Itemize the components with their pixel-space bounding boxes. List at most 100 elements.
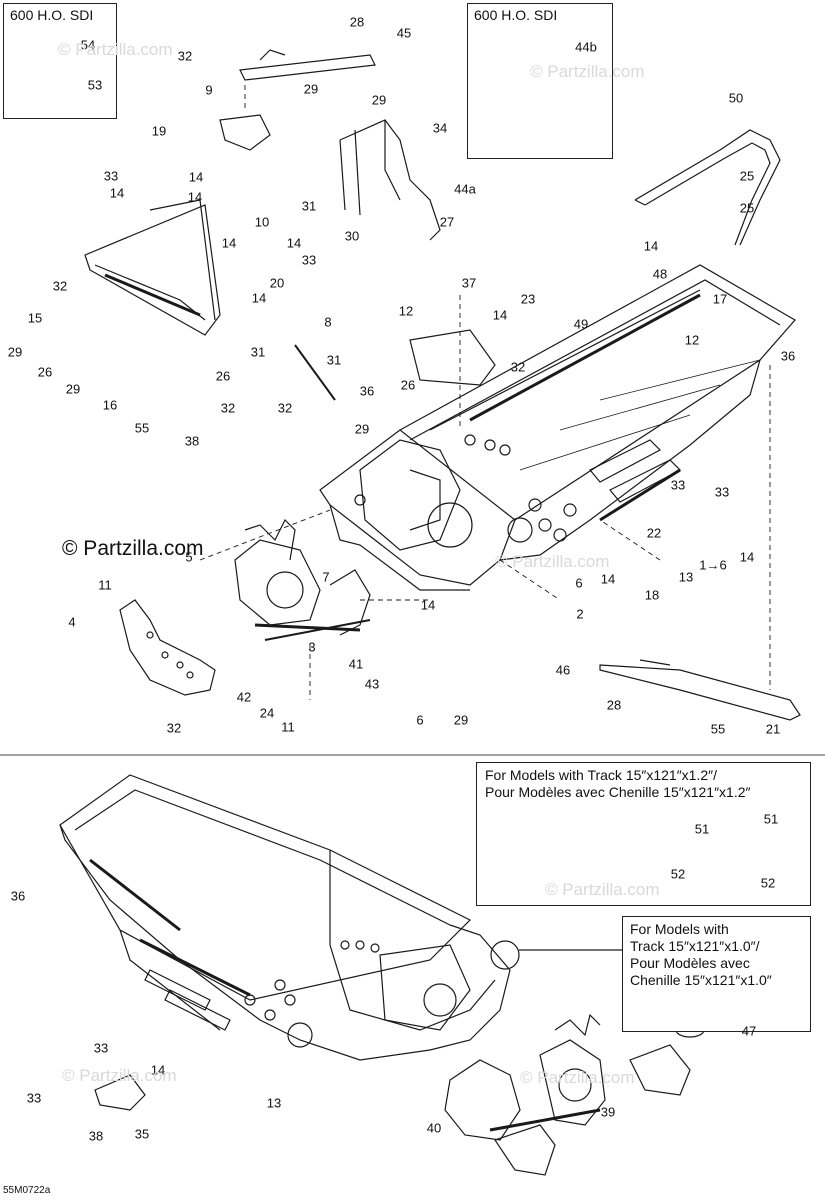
part-callout: 32	[510, 359, 526, 375]
part-callout: 14	[109, 185, 125, 201]
part-callout: 4	[68, 614, 76, 630]
watermark: © Partzilla.com	[530, 62, 645, 81]
part-callout: 20	[269, 275, 285, 291]
callout-54: 54	[80, 37, 96, 53]
part-callout: 48	[652, 266, 668, 282]
part-callout: 36	[10, 888, 26, 904]
part-callout: 50	[728, 90, 744, 106]
part-callout: 38	[184, 433, 200, 449]
part-callout: 11	[98, 577, 112, 593]
part-callout: 14	[187, 189, 203, 205]
part-callout: 29	[354, 421, 370, 437]
part-callout: 12	[398, 303, 414, 319]
part-callout: 25	[739, 168, 755, 184]
part-callout: 32	[277, 400, 293, 416]
watermark: © Partzilla.com	[62, 1066, 177, 1085]
part-callout: 43	[364, 676, 380, 692]
part-callout: 33	[670, 477, 686, 493]
part-callout: 16	[102, 397, 118, 413]
front-crossmember-10	[84, 199, 221, 336]
drawing-code: 55M0722a	[3, 1185, 51, 1196]
tunnel-frame-bottom	[59, 774, 511, 1061]
part-callout: 32	[220, 400, 236, 416]
callout-47: 47	[741, 1023, 757, 1039]
inset-sdi-right-title: 600 H.O. SDI	[474, 7, 558, 23]
part-callout: 32	[166, 720, 182, 736]
steering-rod-8	[294, 344, 336, 401]
note-track-12-line-2: Pour Modèles avec Chenille 15″x121″x1.2″	[485, 784, 751, 800]
part-callout: 29	[371, 92, 387, 108]
callout-52a: 52	[670, 866, 686, 882]
part-callout: 45	[396, 25, 412, 41]
part-callout: 14	[286, 235, 302, 251]
note-track-10-line-3: Pour Modèles avec	[630, 955, 750, 971]
part-callout: 29	[7, 344, 23, 360]
part-callout: 38	[88, 1128, 104, 1144]
part-callout: 13	[678, 569, 694, 585]
part-callout: 27	[439, 214, 455, 230]
part-callout: 14	[188, 169, 204, 185]
rear-bumper-50	[634, 129, 781, 246]
watermark: © Partzilla.com	[495, 552, 610, 571]
rear-brace-45	[239, 49, 376, 81]
part-callout: 26	[215, 368, 231, 384]
callout-52b: 52	[760, 875, 776, 891]
part-callout: 31	[301, 198, 317, 214]
pad-40	[629, 1044, 691, 1096]
part-callout: 41	[348, 656, 364, 672]
part-callout: 29	[303, 81, 319, 97]
part-callout: 14	[739, 549, 755, 565]
part-callout: 30	[344, 228, 360, 244]
part-callout: 14	[643, 238, 659, 254]
part-callout: 34	[432, 120, 448, 136]
bracket-21	[94, 1074, 146, 1111]
mount-plate-9	[219, 114, 271, 151]
inset-sdi-left-title: 600 H.O. SDI	[10, 7, 94, 23]
part-callout: 8	[324, 314, 332, 330]
part-callout: 15	[27, 310, 43, 326]
part-callout: 24	[259, 705, 275, 721]
part-callout: 44a	[454, 181, 476, 197]
part-callout: 28	[349, 14, 365, 30]
part-callout: 31	[250, 344, 266, 360]
tunnel-frame-top	[319, 264, 796, 591]
part-callout: 1→6	[699, 557, 727, 573]
part-callout: 33	[714, 484, 730, 500]
part-callout: 29	[65, 381, 81, 397]
part-callout: 33	[26, 1090, 42, 1106]
part-callout: 7	[322, 569, 330, 585]
part-callout: 10	[254, 214, 270, 230]
part-callout: 40	[426, 1120, 442, 1136]
note-track-10: For Models with Track 15″x121″x1.0″/ Pou…	[622, 916, 811, 1032]
part-callout: 12	[684, 332, 700, 348]
part-callout: 39	[600, 1104, 616, 1120]
part-callout: 55	[134, 420, 150, 436]
callout-51b: 51	[763, 811, 779, 827]
note-track-10-line-4: Chenille 15″x121″x1.0″	[630, 972, 772, 988]
part-callout: 19	[151, 123, 167, 139]
part-callout: 17	[712, 291, 728, 307]
note-track-12-line-1: For Models with Track 15″x121″x1.2″/	[485, 767, 717, 783]
note-track-10-line-2: Track 15″x121″x1.0″/	[630, 938, 760, 954]
part-callout: 26	[400, 377, 416, 393]
part-callout: 42	[236, 689, 252, 705]
callout-44b: 44b	[575, 39, 597, 55]
grommet-reference-circle	[490, 940, 520, 970]
part-callout: 32	[177, 48, 193, 64]
part-callout: 28	[606, 697, 622, 713]
part-callout: 23	[520, 291, 536, 307]
part-callout: 26	[37, 364, 53, 380]
part-callout: 14	[600, 571, 616, 587]
part-callout: 21	[765, 721, 781, 737]
part-callout: 35	[134, 1126, 150, 1142]
part-callout: 3	[308, 639, 316, 655]
part-callout: 14	[150, 1062, 166, 1078]
part-callout: 6	[416, 712, 424, 728]
rear-bracket-44a	[339, 119, 441, 241]
part-callout: 2	[576, 606, 584, 622]
part-callout: 5	[185, 549, 193, 565]
inset-sdi-left: 600 H.O. SDI	[3, 3, 117, 119]
part-callout: 46	[555, 662, 571, 678]
part-callout: 14	[221, 235, 237, 251]
part-callout: 49	[573, 316, 589, 332]
